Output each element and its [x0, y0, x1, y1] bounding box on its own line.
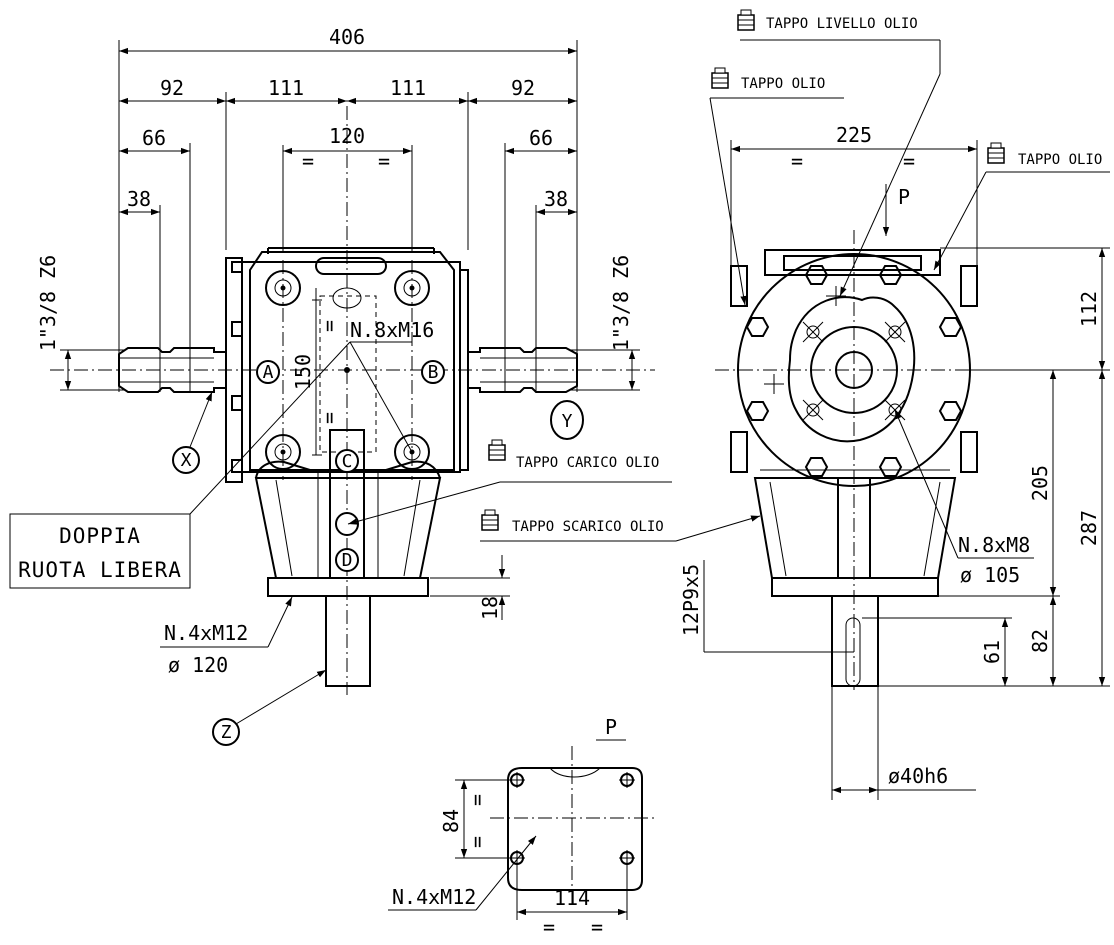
dim-equal-c: = [791, 149, 803, 173]
marker-z: Z [221, 722, 232, 743]
right-shaft [468, 347, 578, 393]
shaft-diameter: ø40h6 [888, 764, 948, 788]
dim-equal-h: = [591, 915, 603, 939]
front-view: A B C D X Y Z 150 = = [9, 40, 672, 746]
dim-114: 114 [554, 886, 590, 910]
dim-120: 120 [329, 124, 365, 148]
dim-92-left: 92 [160, 76, 184, 100]
callout-tappo-olio-2: TAPPO OLIO [1018, 152, 1102, 168]
box-line-1: DOPPIA [59, 524, 141, 548]
dim-equal-b: = [378, 149, 390, 173]
callout-carico: TAPPO CARICO OLIO [516, 455, 659, 471]
marker-x: X [181, 450, 192, 471]
marker-b: B [428, 362, 439, 383]
dim-205: 205 [1028, 465, 1052, 501]
marker-d: D [342, 550, 353, 571]
left-shaft [118, 347, 226, 393]
bolts-m16: N.8xM16 [350, 318, 434, 342]
dim-111-left: 111 [268, 76, 304, 100]
dim-38-left: 38 [127, 187, 151, 211]
dim-406: 406 [329, 25, 365, 49]
dim-38-right: 38 [544, 187, 568, 211]
callout-livello: TAPPO LIVELLO OLIO [766, 16, 918, 32]
marker-y: Y [562, 411, 573, 432]
dim-equal-d: = [903, 149, 915, 173]
dim-equal-f: = [465, 836, 489, 848]
marker-a: A [263, 362, 274, 383]
bolts-m8: N.8xM8 [958, 533, 1030, 557]
dim-equal-lower: = [317, 412, 341, 424]
dim-92-right: 92 [511, 76, 535, 100]
oil-plug-icon [711, 67, 729, 89]
dim-18: 18 [478, 596, 502, 620]
marker-c: C [342, 451, 353, 472]
dim-111-right: 111 [390, 76, 426, 100]
dim-84: 84 [439, 809, 463, 833]
oil-plug-icon [488, 439, 506, 461]
box-line-2: RUOTA LIBERA [18, 558, 182, 582]
oil-plug-icon [481, 509, 499, 531]
dim-66-left: 66 [142, 126, 166, 150]
dim-equal-e: = [465, 794, 489, 806]
callout-tappo-olio-1: TAPPO OLIO [741, 76, 825, 92]
bolts-m12-p: N.4xM12 [392, 885, 476, 909]
side-view [480, 39, 1110, 800]
dim-equal-upper: = [317, 320, 341, 332]
dim-287: 287 [1077, 510, 1101, 546]
thread-left: 1"3/8 Z6 [36, 255, 60, 351]
view-p [388, 739, 655, 920]
diameter-120: ø 120 [168, 653, 228, 677]
dim-equal-g: = [543, 915, 555, 939]
key-size: 12P9x5 [679, 564, 703, 636]
dim-225: 225 [836, 123, 872, 147]
dim-61: 61 [980, 640, 1004, 664]
oil-plug-icon [737, 9, 755, 31]
view-p-title: P [605, 715, 617, 739]
bolts-m12-front: N.4xM12 [164, 621, 248, 645]
dim-82: 82 [1028, 629, 1052, 653]
dim-equal-a: = [302, 149, 314, 173]
oil-plug-icon [987, 142, 1005, 164]
view-p-arrow: P [898, 185, 910, 209]
diameter-105: ø 105 [960, 563, 1020, 587]
dim-150: 150 [291, 354, 315, 390]
callout-scarico: TAPPO SCARICO OLIO [512, 519, 664, 535]
thread-right: 1"3/8 Z6 [609, 255, 633, 351]
dim-112: 112 [1077, 291, 1101, 327]
dim-66-right: 66 [529, 126, 553, 150]
